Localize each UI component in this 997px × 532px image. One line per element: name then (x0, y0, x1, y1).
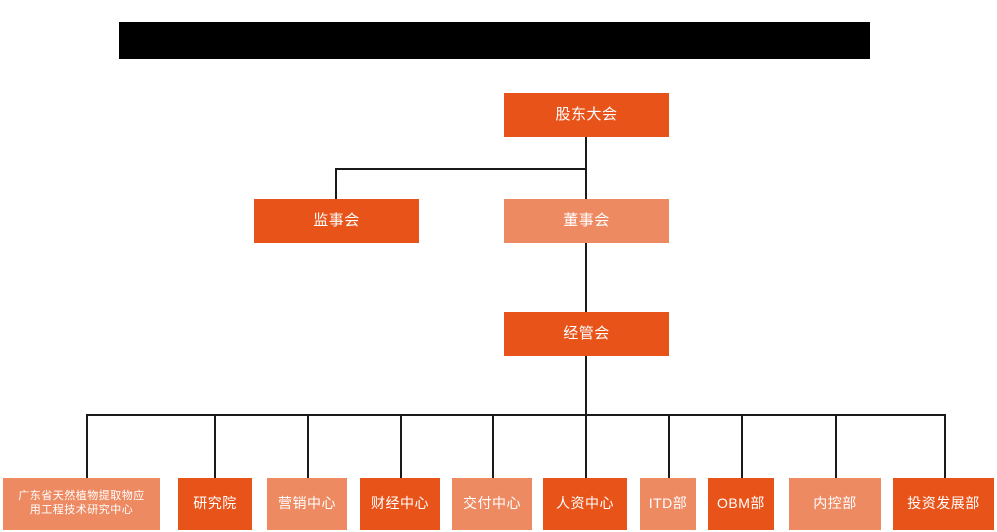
org-node-board-of-directors[interactable]: 董事会 (504, 199, 669, 243)
org-node-label: 财经中心 (371, 495, 429, 512)
connector-drop-itd-department (668, 414, 670, 478)
connector-departments-bus (86, 414, 945, 416)
connector-drop-guangdong-research-center (86, 414, 88, 478)
connector-drop-marketing-center (307, 414, 309, 478)
org-node-label: 投资发展部 (907, 495, 980, 512)
org-node-label: ITD部 (648, 495, 688, 512)
org-node-management-committee[interactable]: 经管会 (504, 312, 669, 356)
connector-drop-internal-control (835, 414, 837, 478)
org-node-label: 营销中心 (278, 495, 336, 512)
connector-drop-investment-development (944, 414, 946, 478)
connector-drop-finance-center (400, 414, 402, 478)
connector-governance-bus (335, 168, 587, 170)
org-node-label: 广东省天然植物提取物应 用工程技术研究中心 (18, 490, 145, 516)
org-node-label: 董事会 (563, 211, 610, 229)
org-node-guangdong-research-center[interactable]: 广东省天然植物提取物应 用工程技术研究中心 (3, 478, 160, 530)
org-node-finance-center[interactable]: 财经中心 (360, 478, 440, 530)
org-node-label: 监事会 (313, 211, 360, 229)
redacted-title-banner (119, 22, 870, 59)
org-node-delivery-center[interactable]: 交付中心 (452, 478, 532, 530)
connector-supervisors-drop (335, 168, 337, 199)
org-node-label: 内控部 (813, 495, 857, 512)
org-node-research-institute[interactable]: 研究院 (178, 478, 252, 530)
org-node-obm-department[interactable]: OBM部 (708, 478, 774, 530)
org-node-itd-department[interactable]: ITD部 (640, 478, 696, 530)
connector-management-to-bus (585, 356, 587, 416)
connector-drop-delivery-center (492, 414, 494, 478)
org-node-label: 交付中心 (463, 495, 521, 512)
connector-drop-obm-department (741, 414, 743, 478)
connector-drop-hr-center (585, 414, 587, 478)
org-node-label: 经管会 (563, 324, 610, 342)
org-node-label: OBM部 (717, 495, 765, 512)
org-node-label: 研究院 (193, 495, 237, 512)
org-node-marketing-center[interactable]: 营销中心 (267, 478, 347, 530)
org-node-hr-center[interactable]: 人资中心 (543, 478, 627, 530)
connector-directors-to-management (585, 243, 587, 312)
org-node-shareholders-meeting[interactable]: 股东大会 (504, 93, 669, 137)
org-node-label: 人资中心 (556, 495, 614, 512)
org-node-label: 股东大会 (555, 105, 618, 123)
connector-drop-research-institute (214, 414, 216, 478)
org-node-internal-control-department[interactable]: 内控部 (789, 478, 881, 530)
org-node-board-of-supervisors[interactable]: 监事会 (254, 199, 419, 243)
org-node-investment-development-department[interactable]: 投资发展部 (893, 478, 994, 530)
